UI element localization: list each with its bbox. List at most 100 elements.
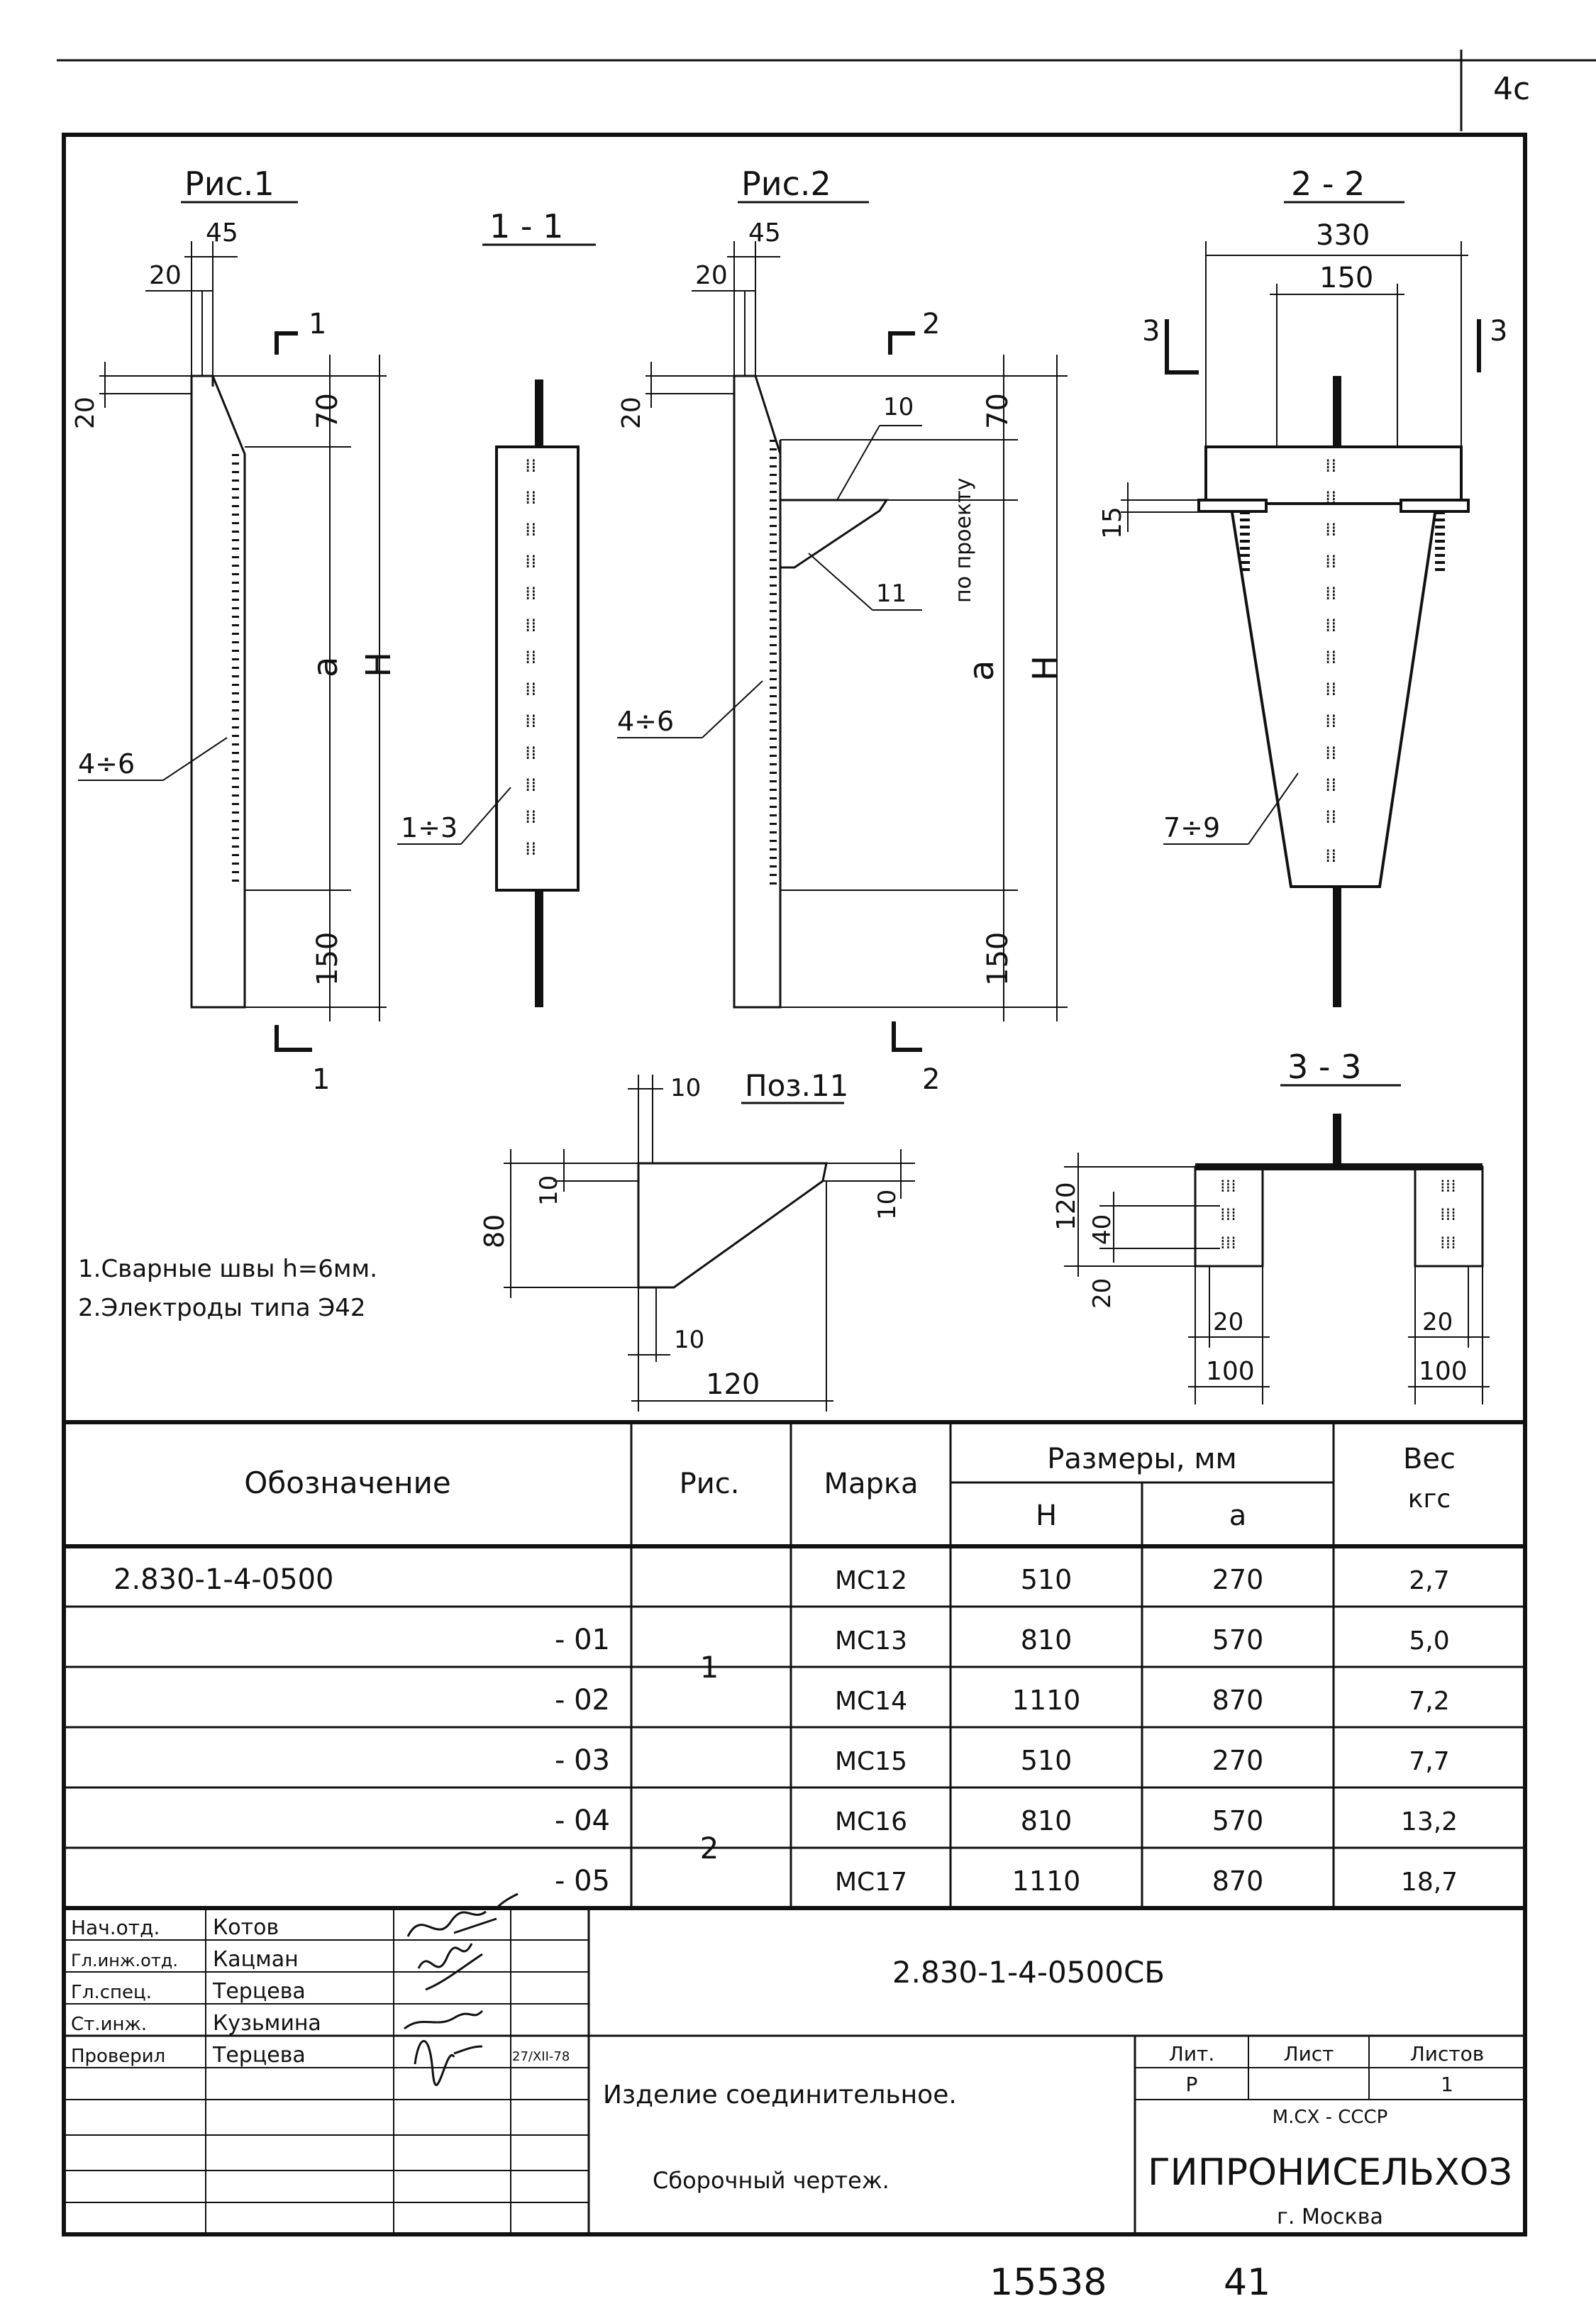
row-5-mark: МС17 bbox=[835, 1868, 907, 1897]
section-3-3-dim-40: 40 bbox=[1088, 1214, 1116, 1245]
svg-text:⁞⁞: ⁞⁞ bbox=[1325, 519, 1337, 541]
svg-text:⁞⁞: ⁞⁞ bbox=[525, 743, 537, 764]
doc-code: 2.830-1-4-0500СБ bbox=[892, 1955, 1165, 1990]
row-0-H: 510 bbox=[1021, 1564, 1073, 1595]
stage-value: Р bbox=[1186, 2073, 1198, 2096]
fig2-cut-top: 2 bbox=[922, 308, 940, 340]
header-weight-1: Вес bbox=[1403, 1443, 1456, 1475]
org-name: ГИПРОНИСЕЛЬХОЗ bbox=[1148, 2151, 1512, 2194]
section-1-1-welds: ⁞⁞⁞⁞⁞⁞ ⁞⁞⁞⁞⁞⁞ ⁞⁞⁞⁞⁞⁞ ⁞⁞⁞⁞⁞⁞ ⁞⁞ bbox=[525, 455, 537, 860]
fig2-dim-per-project: по проекту bbox=[951, 478, 976, 603]
fig-group-1: 1 bbox=[700, 1650, 719, 1685]
fig2-dim-70: 70 bbox=[982, 393, 1014, 429]
svg-text:⁞⁞: ⁞⁞ bbox=[1325, 775, 1337, 796]
svg-text:⁞⁞: ⁞⁞ bbox=[525, 583, 537, 604]
fig1-dim-20-top: 20 bbox=[149, 261, 182, 290]
row-3-a: 270 bbox=[1212, 1745, 1264, 1776]
section-2-2-dim-330: 330 bbox=[1316, 219, 1370, 252]
row-1-mark: МС13 bbox=[835, 1626, 907, 1656]
fig1-cut-bottom: 1 bbox=[312, 1063, 330, 1096]
svg-text:⁞⁞: ⁞⁞ bbox=[525, 455, 537, 477]
fig2-dim-20-top: 20 bbox=[695, 261, 728, 290]
section-3-3-title: 3 - 3 bbox=[1287, 1048, 1361, 1086]
role-1: Гл.инж.отд. bbox=[71, 1951, 178, 1970]
name-0: Котов bbox=[213, 1915, 279, 1940]
sheets-label: Листов bbox=[1410, 2042, 1485, 2066]
row-1-H: 810 bbox=[1021, 1624, 1073, 1656]
section-3-3-dim-120: 120 bbox=[1052, 1182, 1081, 1231]
section-3-3-dim-20-left: 20 bbox=[1088, 1278, 1116, 1309]
note-2: 2.Электроды типа Э42 bbox=[78, 1294, 366, 1322]
svg-text:⁞⁞: ⁞⁞ bbox=[525, 711, 537, 732]
section-3-3: 3 - 3 ⁞⁞⁞⁞⁞⁞⁞⁞⁞ ⁞⁞⁞⁞⁞⁞⁞⁞⁞ 120 40 20 20 1… bbox=[1052, 1048, 1490, 1404]
name-2: Терцева bbox=[212, 1979, 306, 2004]
fig1-cut-top: 1 bbox=[309, 308, 326, 340]
pos11-title: Поз.11 bbox=[745, 1068, 848, 1103]
item-name: Изделие соединительное. bbox=[603, 2080, 957, 2110]
fig2-callout-4-6: 4÷6 bbox=[617, 706, 674, 737]
row-2-a: 870 bbox=[1212, 1685, 1264, 1716]
svg-text:⁞⁞⁞: ⁞⁞⁞ bbox=[1220, 1176, 1236, 1196]
footer-number: 15538 bbox=[990, 2261, 1107, 2304]
section-2-2: 2 - 2 330 150 3 3 ⁞⁞⁞⁞⁞⁞ ⁞⁞⁞⁞⁞⁞ ⁞⁞⁞⁞⁞⁞ ⁞… bbox=[1098, 165, 1507, 1007]
row-1-a: 570 bbox=[1212, 1624, 1264, 1656]
notes: 1.Сварные швы h=6мм. 2.Электроды типа Э4… bbox=[78, 1255, 377, 1322]
section-2-2-cut-left: 3 bbox=[1142, 315, 1160, 348]
fig2-dim-150: 150 bbox=[982, 932, 1014, 986]
row-2-weight: 7,2 bbox=[1409, 1687, 1449, 1716]
svg-text:⁞⁞: ⁞⁞ bbox=[525, 551, 537, 572]
row-2-designation: - 02 bbox=[555, 1684, 610, 1717]
svg-text:⁞⁞: ⁞⁞ bbox=[1325, 487, 1337, 509]
spec-table: Обозначение Рис. Марка Размеры, мм Н а В… bbox=[64, 1420, 1525, 1910]
fig1-callout-4-6: 4÷6 bbox=[78, 748, 135, 780]
title-block: Нач.отд. Гл.инж.отд. Гл.спец. Ст.инж. Пр… bbox=[62, 1892, 1525, 2236]
header-mark: Марка bbox=[824, 1468, 918, 1500]
position-11-detail: Поз.11 10 80 10 10 10 120 bbox=[479, 1068, 915, 1412]
fig2-dim-a: a bbox=[962, 660, 1002, 681]
sheets-value: 1 bbox=[1441, 2073, 1453, 2096]
role-3: Ст.инж. bbox=[71, 2014, 147, 2035]
header-dims: Размеры, мм bbox=[1047, 1443, 1236, 1475]
svg-text:⁞⁞: ⁞⁞ bbox=[525, 838, 537, 860]
role-0: Нач.отд. bbox=[71, 1916, 160, 1939]
fig1-dim-H: H bbox=[359, 652, 399, 677]
ministry: М.СХ - СССР bbox=[1273, 2107, 1388, 2128]
fig1-dim-150: 150 bbox=[311, 932, 344, 986]
fig2-dim-20-left: 20 bbox=[617, 397, 646, 429]
row-5-weight: 18,7 bbox=[1401, 1868, 1458, 1897]
footer-page: 41 bbox=[1224, 2261, 1270, 2304]
fig2-callout-11: 11 bbox=[876, 580, 907, 608]
row-3-mark: МС15 bbox=[835, 1747, 907, 1776]
row-3-H: 510 bbox=[1021, 1745, 1073, 1776]
section-2-2-callout: 7÷9 bbox=[1163, 812, 1220, 843]
section-2-2-cut-right: 3 bbox=[1490, 315, 1507, 348]
fig2-cut-bottom: 2 bbox=[922, 1063, 940, 1096]
pos11-dim-120: 120 bbox=[706, 1368, 760, 1401]
doc-type: Сборочный чертеж. bbox=[653, 2167, 890, 2194]
svg-text:⁞⁞⁞: ⁞⁞⁞ bbox=[1440, 1233, 1456, 1253]
header-designation: Обозначение bbox=[244, 1465, 450, 1500]
row-0-mark: МС12 bbox=[835, 1566, 907, 1595]
fig2-dim-H: H bbox=[1026, 655, 1065, 681]
section-2-2-title: 2 - 2 bbox=[1291, 165, 1365, 203]
header-H: Н bbox=[1036, 1500, 1057, 1532]
svg-text:⁞⁞: ⁞⁞ bbox=[525, 679, 537, 700]
section-3-3-dim-100-b: 100 bbox=[1419, 1357, 1468, 1386]
fig1-dim-70: 70 bbox=[311, 393, 344, 429]
fig2-dim-45: 45 bbox=[748, 218, 781, 248]
svg-text:⁞⁞: ⁞⁞ bbox=[525, 615, 537, 636]
sheet-label: Лист bbox=[1284, 2042, 1334, 2066]
section-3-3-dim-20-a: 20 bbox=[1213, 1308, 1243, 1336]
section-3-3-dim-100-a: 100 bbox=[1206, 1357, 1255, 1386]
svg-text:⁞⁞⁞: ⁞⁞⁞ bbox=[1220, 1204, 1236, 1224]
row-0-weight: 2,7 bbox=[1409, 1566, 1449, 1595]
header-fig: Рис. bbox=[680, 1468, 740, 1500]
row-0-designation: 2.830-1-4-0500 bbox=[113, 1563, 334, 1596]
name-3: Кузьмина bbox=[213, 2011, 321, 2036]
table-row: - 01 МС13 810 570 5,0 bbox=[555, 1624, 1450, 1656]
row-0-a: 270 bbox=[1212, 1564, 1264, 1595]
svg-text:⁞⁞: ⁞⁞ bbox=[525, 487, 537, 509]
fig1-dim-45: 45 bbox=[206, 218, 238, 248]
row-2-mark: МС14 bbox=[835, 1687, 907, 1716]
svg-text:⁞⁞⁞: ⁞⁞⁞ bbox=[1440, 1204, 1456, 1224]
